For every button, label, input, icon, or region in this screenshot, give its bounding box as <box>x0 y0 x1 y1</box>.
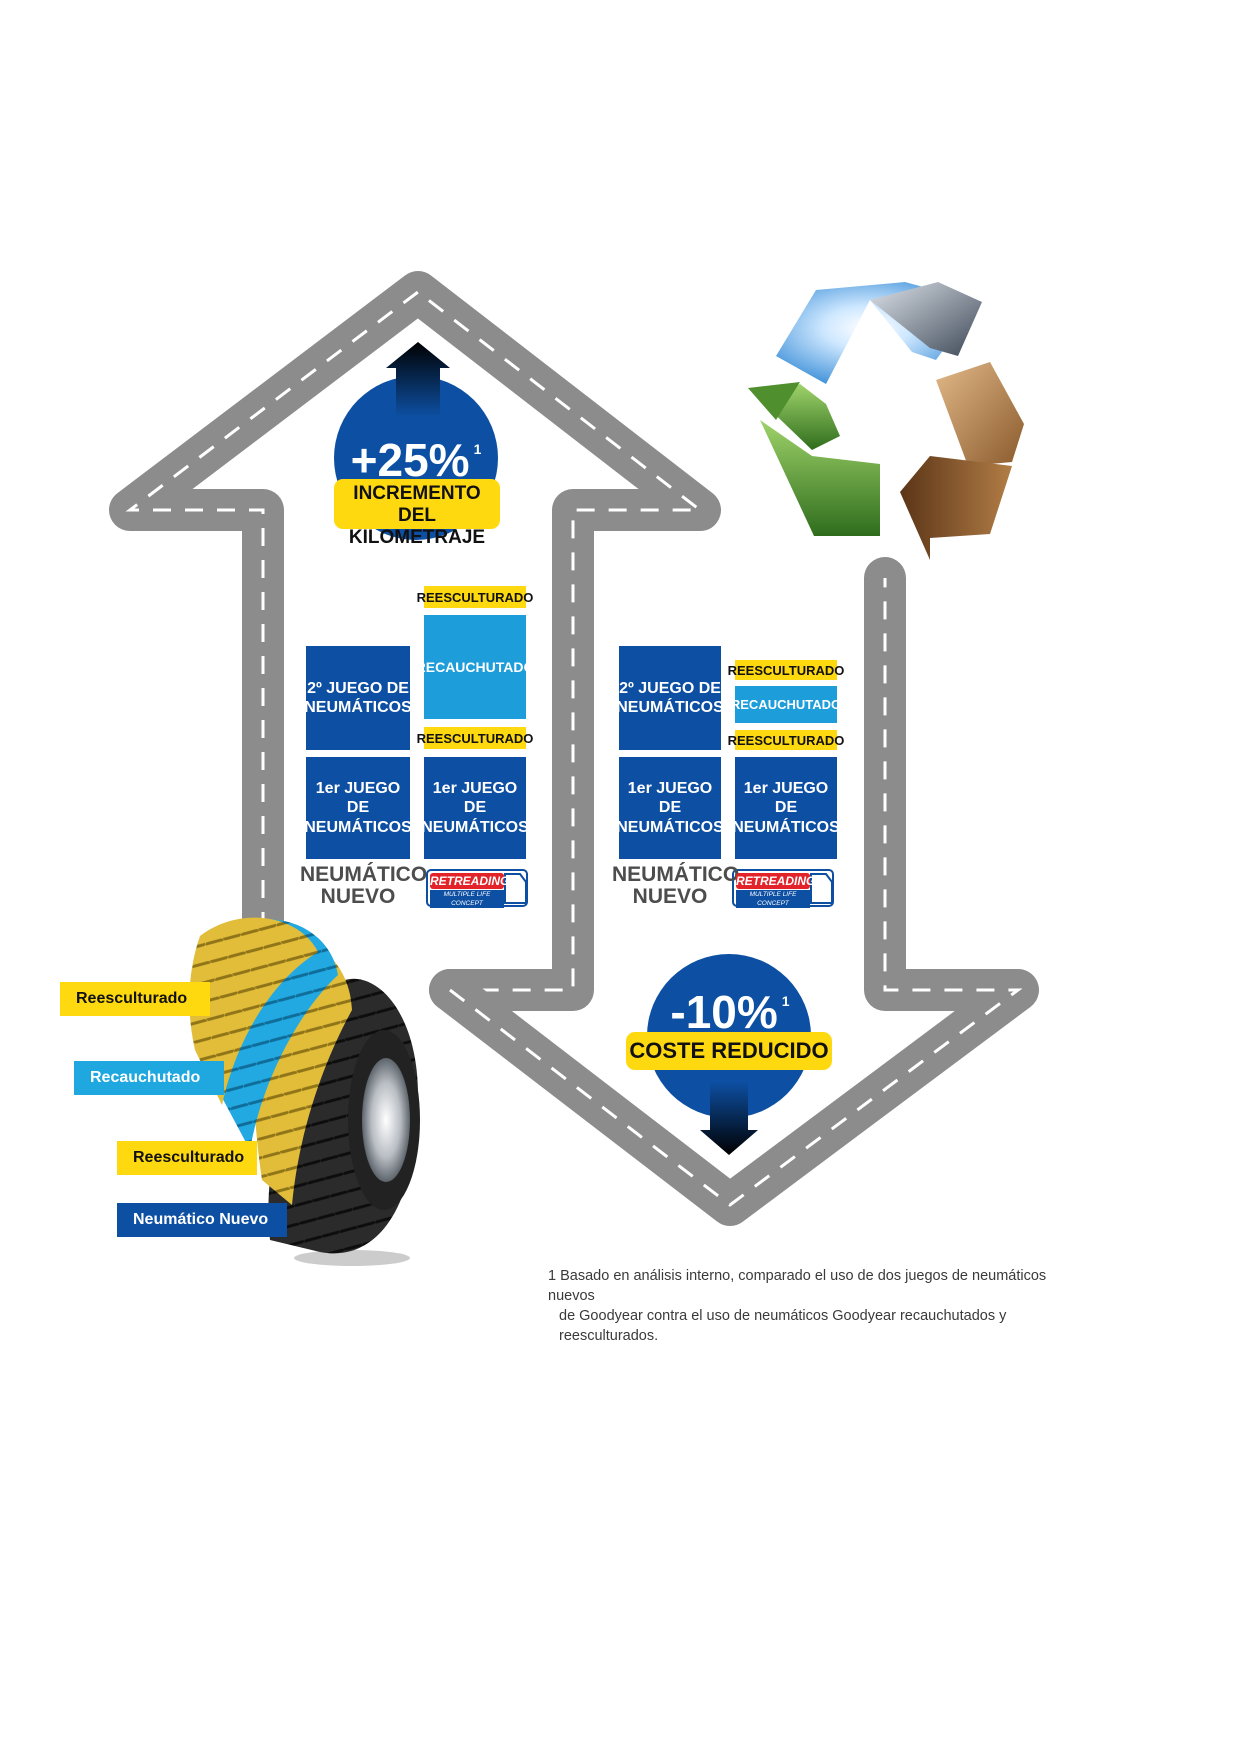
right-new-tire-caption: NEUMÁTICO NUEVO <box>612 863 740 909</box>
left-regroove-tag-mid: REESCULTURADO <box>417 727 533 749</box>
left-caption-line1: NEUMÁTICO <box>300 863 428 886</box>
up-arrow-icon <box>386 342 450 416</box>
right-first-set-block: 1er JUEGO DE NEUMÁTICOS <box>616 757 724 859</box>
footnote-ref: 1 <box>781 993 790 1009</box>
right-first-set-retread-block: 1er JUEGO DE NEUMÁTICOS <box>732 757 840 859</box>
left-first-set-block: 1er JUEGO DE NEUMÁTICOS <box>304 757 412 859</box>
layer-label-new-tire: Neumático Nuevo <box>117 1203 287 1237</box>
footnote-ref: 1 <box>473 441 482 457</box>
left-retreading-text: RETREADING MULTIPLE LIFE CONCEPT <box>430 873 510 908</box>
right-retreading-text: RETREADING MULTIPLE LIFE CONCEPT <box>736 873 816 908</box>
cost-value: -10%1 <box>660 975 800 1038</box>
footnote-number: 1 <box>548 1268 557 1284</box>
recycle-icon <box>748 282 1024 560</box>
footnote-line1: 1 Basado en análisis interno, comparado … <box>548 1266 1068 1306</box>
left-first-set-retread-block: 1er JUEGO DE NEUMÁTICOS <box>421 757 529 859</box>
truck-icon <box>504 873 527 904</box>
right-caption-line1: NEUMÁTICO <box>612 863 740 886</box>
right-second-set-block: 2º JUEGO DE NEUMÁTICOS <box>616 646 724 750</box>
footnote: 1 Basado en análisis interno, comparado … <box>548 1266 1068 1346</box>
cost-label: COSTE REDUCIDO <box>626 1032 832 1070</box>
retreading-sub: MULTIPLE LIFE CONCEPT <box>736 890 810 908</box>
right-caption-line2: NUEVO <box>632 885 708 909</box>
retreading-word: RETREADING <box>736 873 816 889</box>
left-new-tire-caption: NEUMÁTICO NUEVO <box>300 863 428 909</box>
increment-label-line1: INCREMENTO DEL <box>353 483 481 526</box>
right-regroove-tag-mid: REESCULTURADO <box>728 730 844 750</box>
truck-icon <box>810 873 833 904</box>
layer-label-retread: Recauchutado <box>74 1061 224 1095</box>
right-regroove-tag-top: REESCULTURADO <box>728 660 844 680</box>
retreading-word: RETREADING <box>430 873 510 889</box>
tire-icon <box>189 917 420 1266</box>
left-retread-block: RECAUCHUTADO <box>416 615 534 719</box>
increment-value: +25%1 <box>346 423 486 486</box>
down-arrow-icon <box>700 1082 758 1155</box>
increment-label: INCREMENTO DEL KILOMETRAJE <box>334 479 500 548</box>
left-caption-line2: NUEVO <box>320 885 396 909</box>
layer-label-regroove-2: Reesculturado <box>117 1141 257 1175</box>
road-down-arrow <box>429 557 1039 1226</box>
footnote-text-1: Basado en análisis interno, comparado el… <box>548 1268 1047 1304</box>
layer-label-regroove-1: Reesculturado <box>60 982 210 1016</box>
right-retread-block: RECAUCHUTADO <box>731 686 841 723</box>
retreading-sub: MULTIPLE LIFE CONCEPT <box>430 890 504 908</box>
road-up-arrow <box>109 271 721 1011</box>
increment-label-line2: KILOMETRAJE <box>348 527 486 548</box>
cost-percent: -10% <box>670 986 778 1038</box>
left-regroove-tag-top: REESCULTURADO <box>417 586 533 608</box>
footnote-text-2: de Goodyear contra el uso de neumáticos … <box>559 1308 1007 1344</box>
increment-percent: +25% <box>350 434 470 486</box>
left-second-set-block: 2º JUEGO DE NEUMÁTICOS <box>304 646 412 750</box>
